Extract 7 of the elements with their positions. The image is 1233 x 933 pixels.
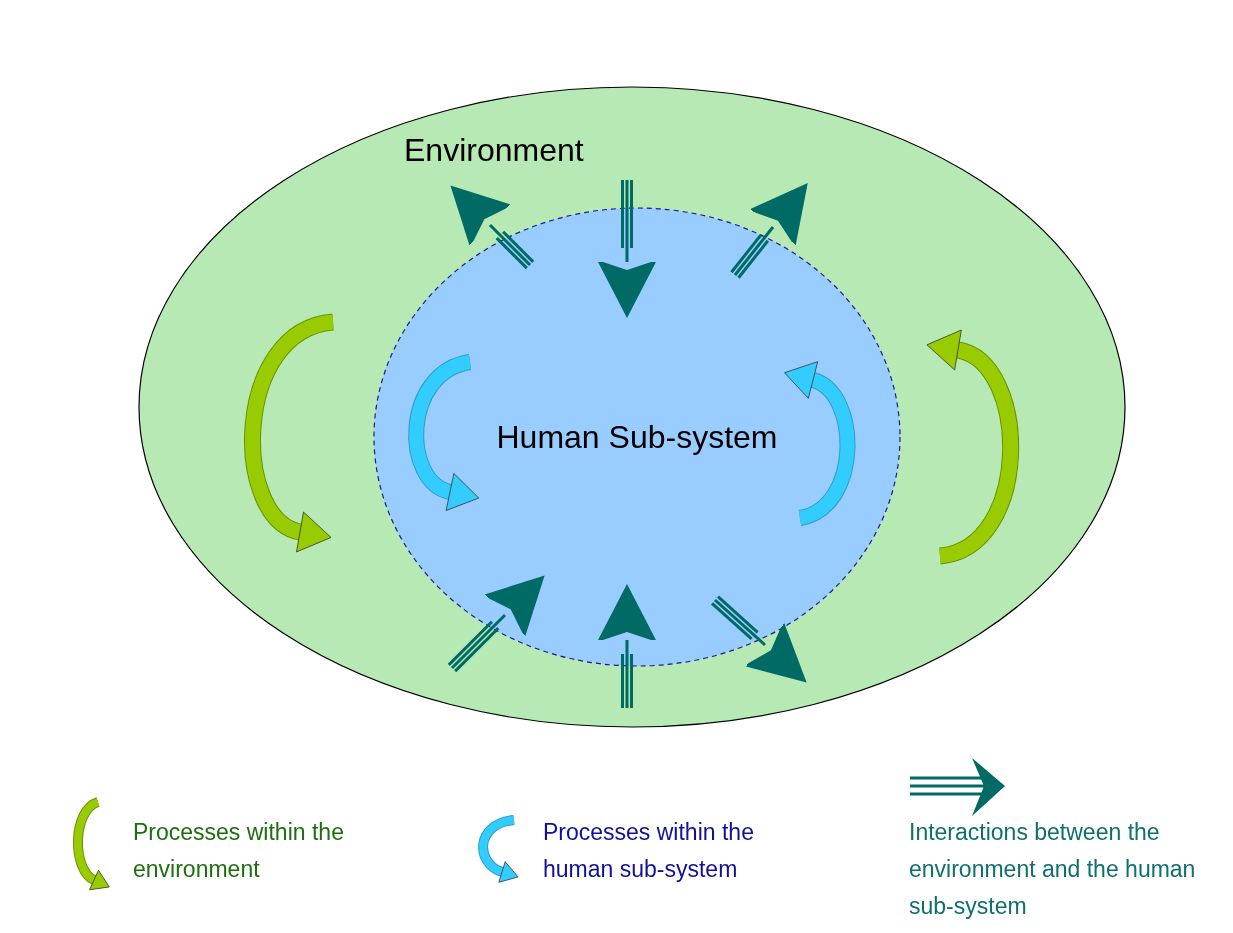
legend-label: Processes within the human sub-system: [543, 818, 755, 884]
legend-label: Interactions between the environment and the human sub-system: [909, 818, 1197, 921]
legend-label: Processes within the environment: [133, 818, 345, 884]
human-subsystem-ellipse: [373, 207, 901, 667]
environment-ellipse: [138, 86, 1126, 728]
subsystem-label: Human Sub-system: [496, 419, 778, 456]
environment-label: Environment: [404, 132, 584, 169]
